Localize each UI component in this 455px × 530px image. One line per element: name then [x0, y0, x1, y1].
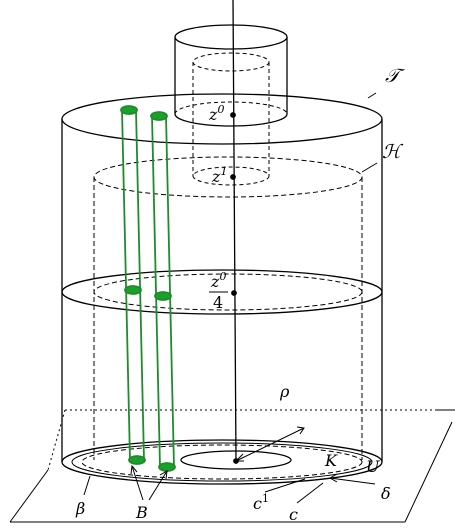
label-T: 𝒯	[385, 65, 405, 87]
leader-c	[296, 482, 324, 504]
leader-B-right	[148, 470, 168, 501]
outer-cylinder-top-ellipse	[61, 93, 383, 145]
B-left-arrowhead	[130, 464, 138, 475]
rod-right-top-cap	[150, 111, 168, 121]
small-inner-cylinder	[192, 52, 270, 186]
label-U: U	[366, 457, 380, 476]
top-cylinder-top-ellipse	[174, 24, 288, 50]
rod-left-edge-a	[121, 109, 131, 461]
middle-section-ellipse	[61, 269, 383, 315]
ring-c1-dashed	[81, 444, 363, 480]
rod-right	[150, 111, 176, 472]
leader-rho	[235, 427, 305, 462]
rod-left-mid-cap	[124, 285, 142, 295]
z-axis-line	[232, 0, 237, 463]
point-z0	[230, 112, 236, 118]
ground-plane-right-edge	[404, 421, 453, 523]
ring-delta	[71, 442, 373, 482]
ground-plane	[9, 409, 455, 523]
label-z1: z1	[211, 165, 227, 186]
rod-right-edge-a	[151, 115, 161, 468]
rod-right-edge-b	[165, 115, 175, 468]
label-rho: ρ	[279, 382, 290, 401]
rod-left-edge-b	[135, 109, 145, 461]
outer-cylinder-T	[61, 93, 383, 485]
label-delta: δ	[381, 484, 391, 503]
leader-c1	[264, 478, 306, 493]
labels: 𝒯 ℋ z0 z1 z0 4 ρ K U δ β B c1 c	[75, 65, 405, 524]
inner-cylinder-H	[93, 156, 363, 460]
leader-B-left	[131, 465, 144, 501]
rod-right-mid-cap	[154, 291, 172, 301]
label-K: K	[324, 451, 338, 470]
leader-T	[367, 92, 377, 99]
inner-cylinder-mid	[93, 273, 363, 311]
leader-delta	[329, 477, 376, 485]
z-axis	[230, 0, 239, 464]
label-z0-over-4: z0 4	[209, 270, 228, 312]
small-inner-cylinder-top	[192, 52, 270, 72]
label-beta: β	[75, 499, 85, 518]
label-c1: c1	[253, 492, 269, 513]
rho-arrowhead-inner	[234, 453, 244, 462]
top-cylinder-bottom-back	[174, 101, 288, 115]
label-H: ℋ	[382, 141, 404, 163]
leader-lines	[83, 92, 378, 504]
leader-H	[361, 162, 378, 173]
rod-left-top-cap	[120, 105, 138, 115]
rod-right-bottom-cap	[158, 462, 176, 472]
rho-arrowhead-outer	[296, 426, 305, 435]
rods-B	[120, 105, 176, 472]
small-inner-cylinder-bottom	[192, 166, 270, 186]
label-z0-over-4-denominator: 4	[213, 293, 223, 312]
top-cylinder-bottom-front	[174, 113, 288, 127]
inner-cylinder-top	[93, 156, 363, 198]
delta-arrowhead	[328, 473, 338, 483]
point-z1	[230, 174, 236, 180]
rod-left-bottom-cap	[128, 455, 146, 465]
leader-beta	[83, 475, 91, 496]
label-z0-over-4-numerator: z0	[210, 270, 226, 291]
label-c: c	[289, 505, 298, 524]
B-right-arrowhead	[159, 470, 168, 480]
ground-plane-left-edge	[9, 469, 49, 523]
label-z0: z0	[208, 103, 224, 124]
label-B: B	[135, 503, 148, 522]
top-cylinder	[174, 24, 288, 127]
outer-cylinder-bottom-back	[61, 439, 383, 463]
outer-cylinder-bottom-front	[61, 461, 383, 485]
point-z0-over-4	[231, 290, 237, 296]
rod-left	[120, 105, 146, 465]
